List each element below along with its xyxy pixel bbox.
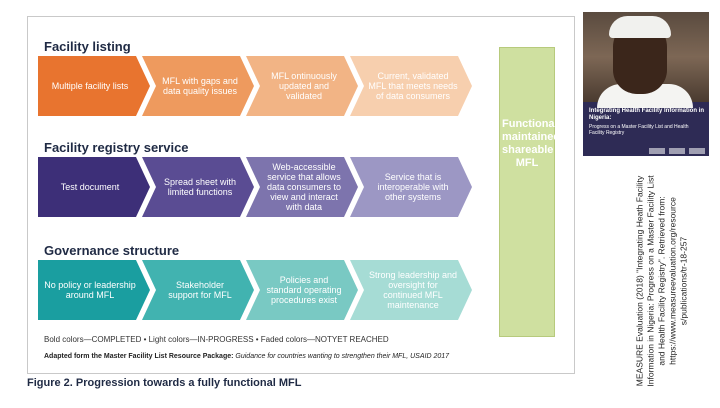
cover-logos (649, 148, 705, 154)
cover-title: Integrating Health Facility Information … (589, 108, 705, 121)
facility-registry-step-4: Service that is interoperable with other… (350, 157, 472, 217)
governance-step-4: Strong leadership and oversight for cont… (350, 260, 472, 320)
citation-container: MEASURE Evaluation (2018) "Integrating H… (612, 168, 712, 394)
source-lead: Adapted form the Master Facility List Re… (44, 353, 234, 360)
governance-step-3: Policies and standard operating procedur… (246, 260, 358, 320)
color-legend: Bold colors—COMPLETED • Light colors—IN-… (44, 335, 389, 344)
cover-photo-cap (609, 16, 671, 38)
section-title-facility-listing: Facility listing (44, 39, 131, 54)
section-title-governance: Governance structure (44, 243, 180, 258)
facility-listing-step-2: MFL with gaps and data quality issues (142, 56, 254, 116)
cover-subtitle: Progress on a Master Facility List and H… (589, 124, 689, 136)
final-mfl-text: Functional, maintained, shareable MFL (502, 118, 564, 169)
source-note: Adapted form the Master Facility List Re… (44, 353, 449, 360)
facility-registry-step-1: Test document (38, 157, 150, 217)
final-mfl-box: Functional, maintained, shareable MFL (499, 47, 564, 337)
source-italic: Guidance for countries wanting to streng… (235, 353, 450, 360)
figure-caption: Figure 2. Progression towards a fully fu… (27, 377, 302, 389)
governance-step-2: Stakeholder support for MFL (142, 260, 254, 320)
section-title-facility-registry: Facility registry service (44, 140, 189, 155)
facility-listing-step-3: MFL ontinuously updated and validated (246, 56, 358, 116)
facility-listing-step-4: Current, validated MFL that meets needs … (350, 56, 472, 116)
facility-registry-step-2: Spread sheet with limited functions (142, 157, 254, 217)
facility-registry-step-3: Web-accessible service that allows data … (246, 157, 358, 217)
governance-step-1: No policy or leadership around MFL (38, 260, 150, 320)
cover-photo (583, 12, 709, 108)
citation-text: MEASURE Evaluation (2018) "Integrating H… (634, 175, 689, 387)
mfl-progression-figure: Facility listing Multiple facility lists… (27, 16, 575, 374)
facility-listing-step-1: Multiple facility lists (38, 56, 150, 116)
report-cover-thumbnail: Integrating Health Facility Information … (583, 12, 709, 156)
